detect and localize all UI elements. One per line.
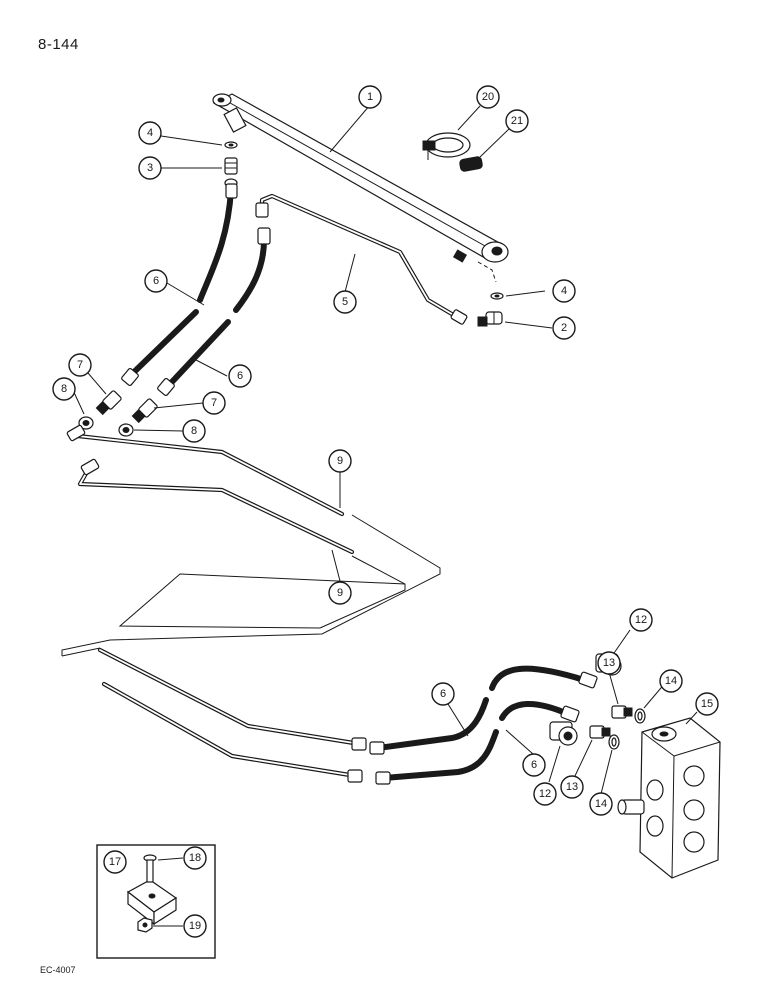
page-number: 8-144 (38, 36, 79, 53)
callout-7-left-label: 7 (77, 359, 83, 371)
callout-18-label: 18 (189, 852, 201, 864)
adapter-13-lower (589, 725, 611, 739)
bolt (143, 854, 157, 883)
callout-20-label: 20 (482, 91, 494, 103)
callout-14-upper-label: 14 (665, 675, 677, 687)
callout-13-upper-label: 13 (603, 657, 615, 669)
callout-13-lower-label: 13 (566, 781, 578, 793)
o-ring-14-upper (634, 708, 646, 724)
callout-8-left-label: 8 (61, 383, 67, 395)
callout-1: 1 (358, 85, 382, 109)
callout-5: 5 (333, 290, 357, 314)
callout-4-right-label: 4 (561, 285, 567, 297)
elbow-12-lower (549, 721, 578, 746)
callout-9-upper-label: 9 (337, 455, 343, 467)
nut-8-right (118, 423, 134, 437)
adapter-13-upper (611, 705, 633, 719)
callout-13-lower: 13 (560, 775, 584, 799)
leader-lines (71, 104, 698, 927)
callout-4-top-label: 4 (147, 127, 153, 139)
callout-6-lower-left: 6 (431, 682, 455, 706)
callout-6-upper-right: 6 (228, 364, 252, 388)
control-valve (617, 717, 721, 879)
steel-tube-5 (255, 193, 468, 325)
callout-8-left: 8 (52, 377, 76, 401)
hose-6-lower-a (369, 665, 598, 755)
callout-21-label: 21 (511, 115, 523, 127)
adapter-7-right (131, 398, 158, 424)
hose-6-left (121, 183, 238, 387)
steel-tubes-9 (61, 424, 441, 783)
callout-17: 17 (103, 850, 127, 874)
callout-7-right-label: 7 (211, 397, 217, 409)
o-ring-14-lower (608, 734, 620, 750)
callout-1-label: 1 (367, 91, 373, 103)
callout-2-label: 2 (561, 322, 567, 334)
callout-2: 2 (552, 316, 576, 340)
o-ring-top (224, 141, 238, 149)
clamp-block (126, 879, 178, 926)
callout-9-lower: 9 (328, 581, 352, 605)
adapter-top (224, 157, 238, 188)
callout-18: 18 (183, 846, 207, 870)
callout-14-upper: 14 (659, 669, 683, 693)
callout-21: 21 (505, 109, 529, 133)
callout-6-lower-right-label: 6 (531, 759, 537, 771)
adapter-7-left (95, 390, 122, 416)
callout-4-top: 4 (138, 121, 162, 145)
callout-8-right-label: 8 (191, 425, 197, 437)
callout-9-lower-label: 9 (337, 587, 343, 599)
callout-7-right: 7 (202, 391, 226, 415)
sleeve (459, 156, 483, 172)
callout-15: 15 (695, 692, 719, 716)
callout-9-upper: 9 (328, 449, 352, 473)
nut (137, 917, 153, 933)
callout-3: 3 (138, 156, 162, 180)
hose-6-right (157, 227, 271, 397)
elbow-fitting-right (477, 311, 503, 327)
callout-20: 20 (476, 85, 500, 109)
callout-6-lower-right: 6 (522, 753, 546, 777)
o-ring-right (490, 292, 504, 300)
nut-8-left (78, 416, 94, 430)
callout-5-label: 5 (342, 296, 348, 308)
callout-19-label: 19 (189, 920, 201, 932)
hose-clamp (422, 132, 471, 160)
callout-12-lower-label: 12 (539, 788, 551, 800)
callout-12-upper: 12 (629, 608, 653, 632)
callout-17-label: 17 (109, 856, 121, 868)
figure-code: EC-4007 (40, 965, 76, 975)
callout-15-label: 15 (701, 698, 713, 710)
callout-6-upper-right-label: 6 (237, 370, 243, 382)
callout-12-lower: 12 (533, 782, 557, 806)
callout-6-lower-left-label: 6 (440, 688, 446, 700)
callout-14-lower-label: 14 (595, 798, 607, 810)
callout-6-upper-left-label: 6 (153, 275, 159, 287)
callout-8-right: 8 (182, 419, 206, 443)
callout-7-left: 7 (68, 353, 92, 377)
callout-14-lower: 14 (589, 792, 613, 816)
callout-3-label: 3 (147, 162, 153, 174)
callout-19: 19 (183, 914, 207, 938)
hydraulic-cylinder (212, 93, 509, 283)
callout-12-upper-label: 12 (635, 614, 647, 626)
hose-6-lower-b (375, 700, 580, 785)
callout-13-upper: 13 (597, 651, 621, 675)
callout-4-right: 4 (552, 279, 576, 303)
callout-6-upper-left: 6 (144, 269, 168, 293)
